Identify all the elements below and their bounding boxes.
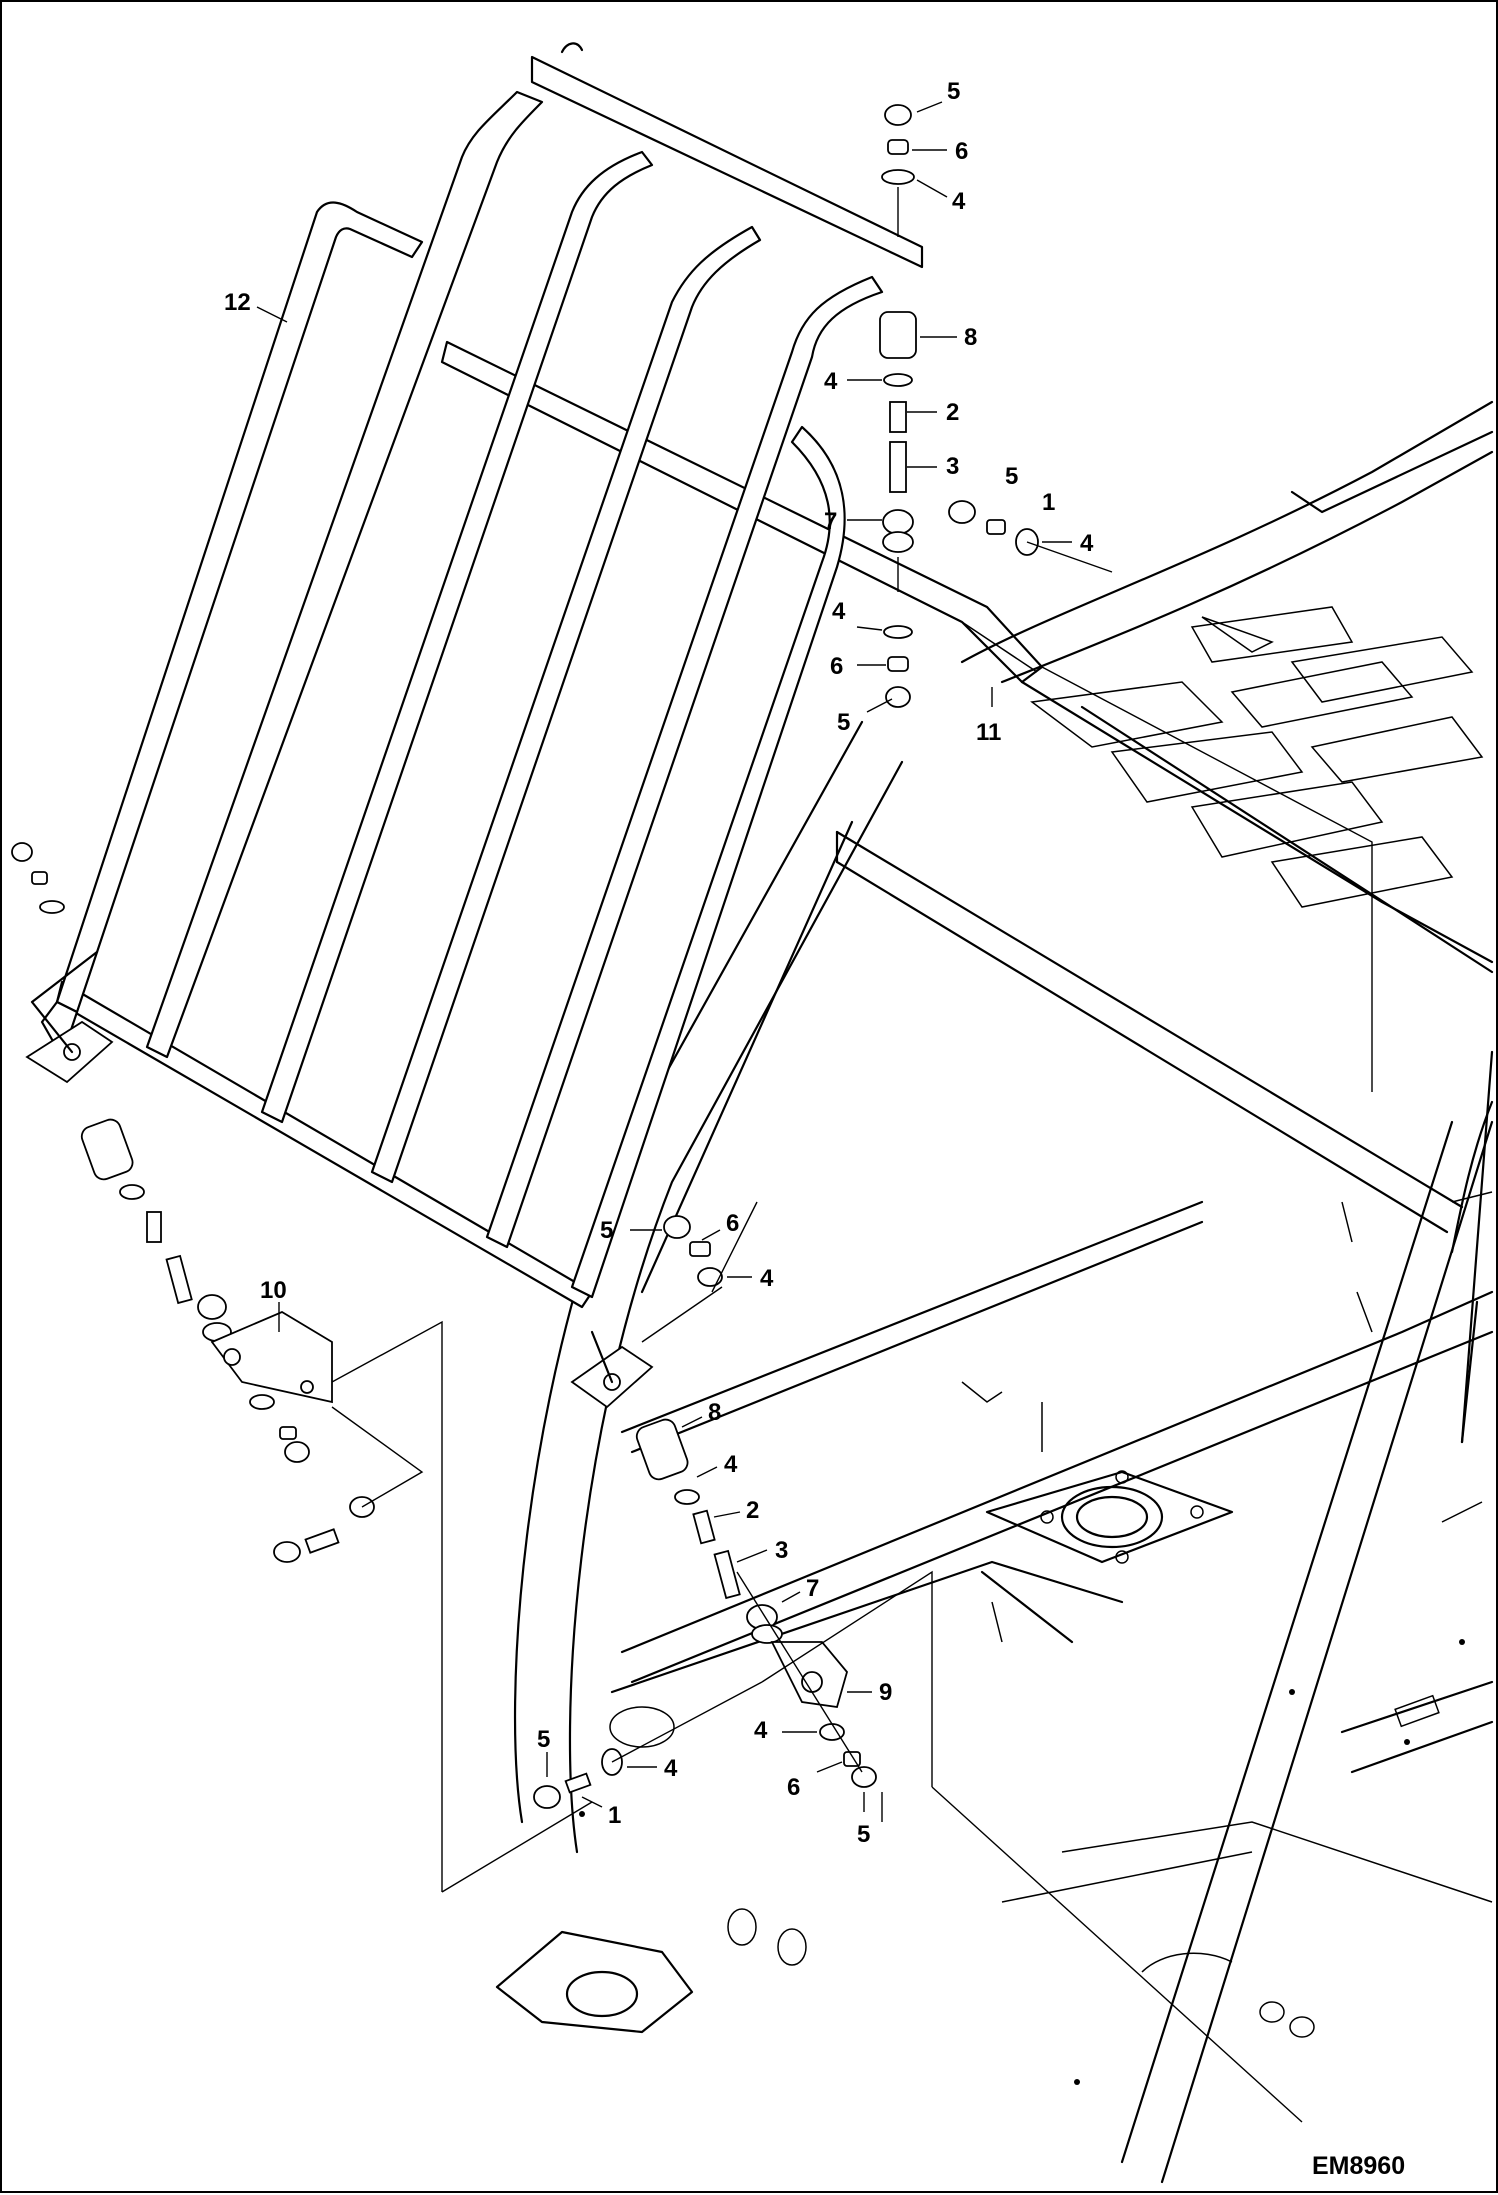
- callout-4: 4: [1080, 530, 1094, 557]
- callout-1: 1: [608, 1802, 621, 1829]
- callout-1: 1: [1042, 489, 1055, 516]
- callout-5: 5: [1005, 463, 1018, 490]
- callout-2: 2: [946, 399, 959, 426]
- callout-12: 12: [224, 289, 251, 316]
- callout-4: 4: [724, 1451, 738, 1478]
- callout-10: 10: [260, 1277, 287, 1304]
- callout-3: 3: [946, 453, 959, 480]
- hardware-stack-lower-center: [441, 1215, 933, 1893]
- callout-5: 5: [537, 1726, 550, 1753]
- callout-9: 9: [879, 1679, 892, 1706]
- callout-5: 5: [857, 1821, 870, 1848]
- callout-7: 7: [806, 1575, 819, 1602]
- callout-7: 7: [824, 508, 837, 535]
- callout-4: 4: [952, 188, 966, 215]
- callout-4: 4: [832, 598, 846, 625]
- callout-5: 5: [947, 78, 960, 105]
- callout-4: 4: [824, 368, 838, 395]
- callout-8: 8: [964, 324, 977, 351]
- callout-3: 3: [775, 1537, 788, 1564]
- callout-4: 4: [754, 1717, 768, 1744]
- callout-2: 2: [746, 1497, 759, 1524]
- rear-guard-rack: [25, 42, 1044, 1409]
- hardware-stack-upper-right: [879, 104, 1113, 708]
- hardware-stack-left: [11, 842, 443, 1892]
- callout-labels: 5 6 4 8 4 2 3 5 1 4 7 4 6 5 11 12 5 6 4: [224, 78, 1094, 1848]
- figure-id: EM8960: [1312, 2152, 1405, 2180]
- guide-lines: [711, 666, 1373, 2123]
- callout-6: 6: [830, 653, 843, 680]
- callout-8: 8: [708, 1399, 721, 1426]
- callout-11: 11: [976, 719, 1001, 746]
- callout-5: 5: [837, 709, 850, 736]
- callout-5: 5: [600, 1217, 613, 1244]
- cab-structure: [495, 400, 1494, 2184]
- callout-4: 4: [664, 1755, 678, 1782]
- callout-6: 6: [955, 138, 968, 165]
- callout-6: 6: [726, 1210, 739, 1237]
- callout-4: 4: [760, 1265, 774, 1292]
- callout-6: 6: [787, 1774, 800, 1801]
